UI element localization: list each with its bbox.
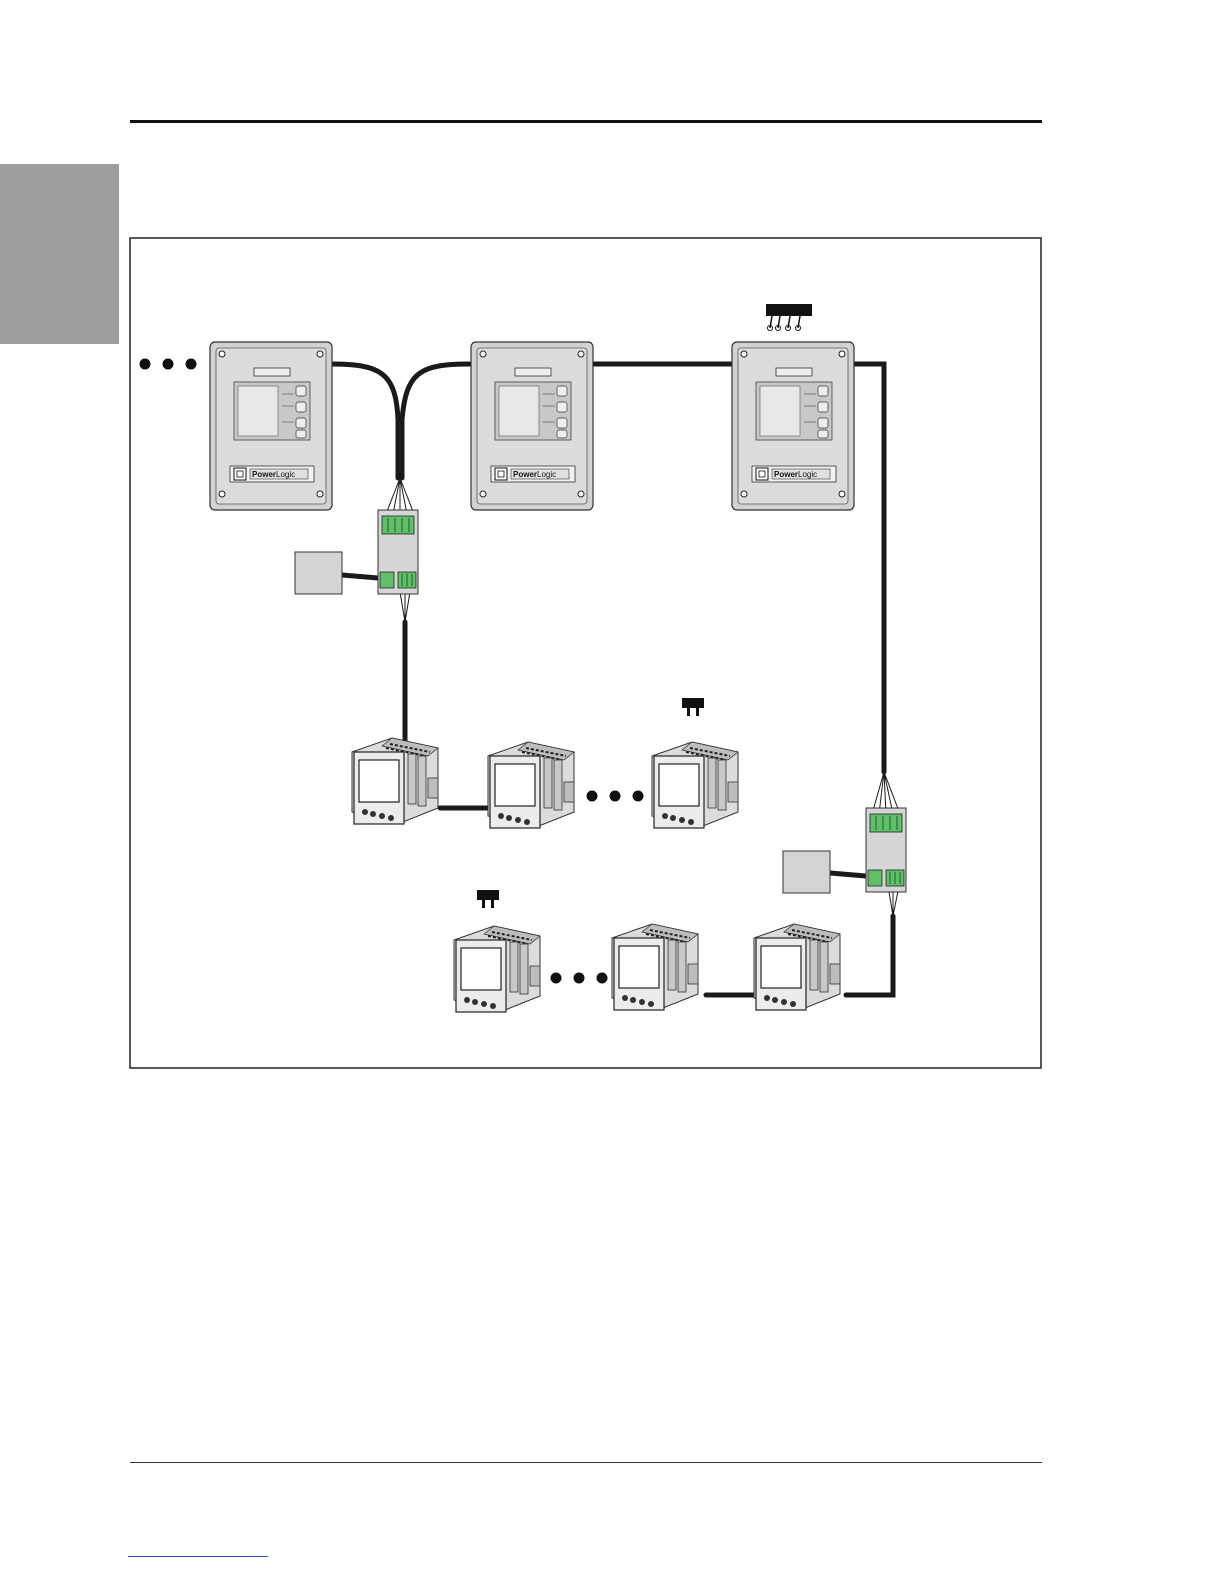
cable-device2-to-converter2	[830, 873, 866, 876]
power-meter-5	[612, 924, 698, 1010]
power-meter-4	[454, 926, 540, 1012]
circuit-monitor-2: PowerLogic	[471, 342, 593, 510]
footer-rule	[130, 1462, 1042, 1463]
circuit-monitor-1: PowerLogic	[210, 342, 332, 510]
brand-label: PowerLogic	[774, 470, 817, 479]
cable-device-to-converter	[342, 575, 378, 578]
host-device-1	[295, 552, 342, 594]
power-meter-3	[652, 742, 738, 828]
ellipsis-icon	[140, 359, 197, 370]
multipoint-converter-2	[866, 808, 906, 892]
brand-label: PowerLogic	[252, 470, 295, 479]
ellipsis-icon	[551, 973, 608, 984]
footer-link-underline	[128, 1556, 268, 1557]
circuit-monitor-3: PowerLogic	[732, 342, 854, 510]
multipoint-converter-1	[378, 510, 418, 594]
power-meter-2	[488, 742, 574, 828]
ellipsis-icon	[587, 791, 644, 802]
power-meter-1	[352, 738, 438, 824]
host-device-2	[783, 851, 830, 893]
power-meter-6	[754, 924, 840, 1010]
brand-label: PowerLogic	[513, 470, 556, 479]
